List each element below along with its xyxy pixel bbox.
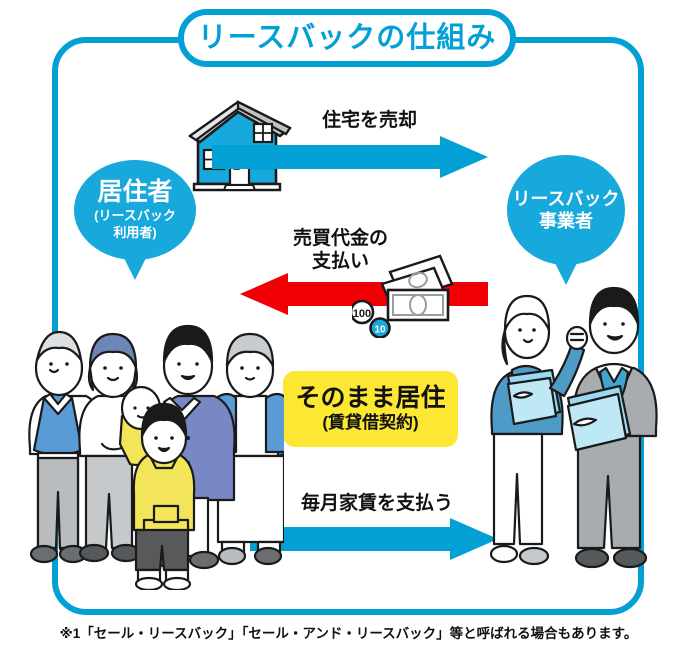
highlight-stay-in-home: そのまま居住 (賃貸借契約) [283, 371, 458, 447]
banknotes-icon: 100 10 [349, 252, 456, 339]
bubble-tail [122, 254, 148, 280]
resident-label: 居住者 [97, 178, 173, 207]
arrow-shaft [250, 527, 454, 551]
operator-label-line1: リースバック [512, 188, 620, 209]
bubble-tail [553, 259, 579, 285]
flow-label-payment-line1: 売買代金の [293, 228, 389, 249]
arrow-head [440, 136, 488, 178]
highlight-line1: そのまま居住 [295, 383, 446, 412]
arrow-head [240, 273, 288, 315]
resident-sublabel-line1: (リースバック [94, 207, 176, 223]
coin-10-value: 10 [374, 325, 386, 336]
flow-label-payment-line2: 支払い [312, 250, 370, 272]
flow-label-sell-house: 住宅を売却 [322, 110, 418, 131]
actor-bubble-resident: 居住者 (リースバック 利用者) [74, 160, 196, 280]
flow-label-payment: 売買代金の 支払い [293, 228, 388, 274]
business-staff-illustration [482, 278, 674, 590]
diagram-title-pill: リースバックの仕組み [178, 9, 516, 67]
footnote-text: ※1「セール・リースバック」「セール・アンド・リースバック」等と呼ばれる場合もあ… [59, 626, 638, 641]
operator-label-line2: 事業者 [539, 211, 593, 231]
highlight-line2: (賃貸借契約) [322, 413, 419, 433]
arrow-shaft [212, 145, 444, 169]
page-title: リースバックの仕組み [197, 21, 497, 54]
family-illustration [18, 298, 294, 592]
resident-sublabel-line2: 利用者) [113, 225, 157, 241]
flow-label-monthly-rent: 毎月家賃を支払う [301, 493, 454, 514]
actor-bubble-operator: リースバック 事業者 [507, 155, 625, 285]
flow-arrow-sell-house [212, 136, 488, 178]
coin-100-value: 100 [353, 308, 371, 320]
flow-arrow-monthly-rent [250, 518, 500, 560]
